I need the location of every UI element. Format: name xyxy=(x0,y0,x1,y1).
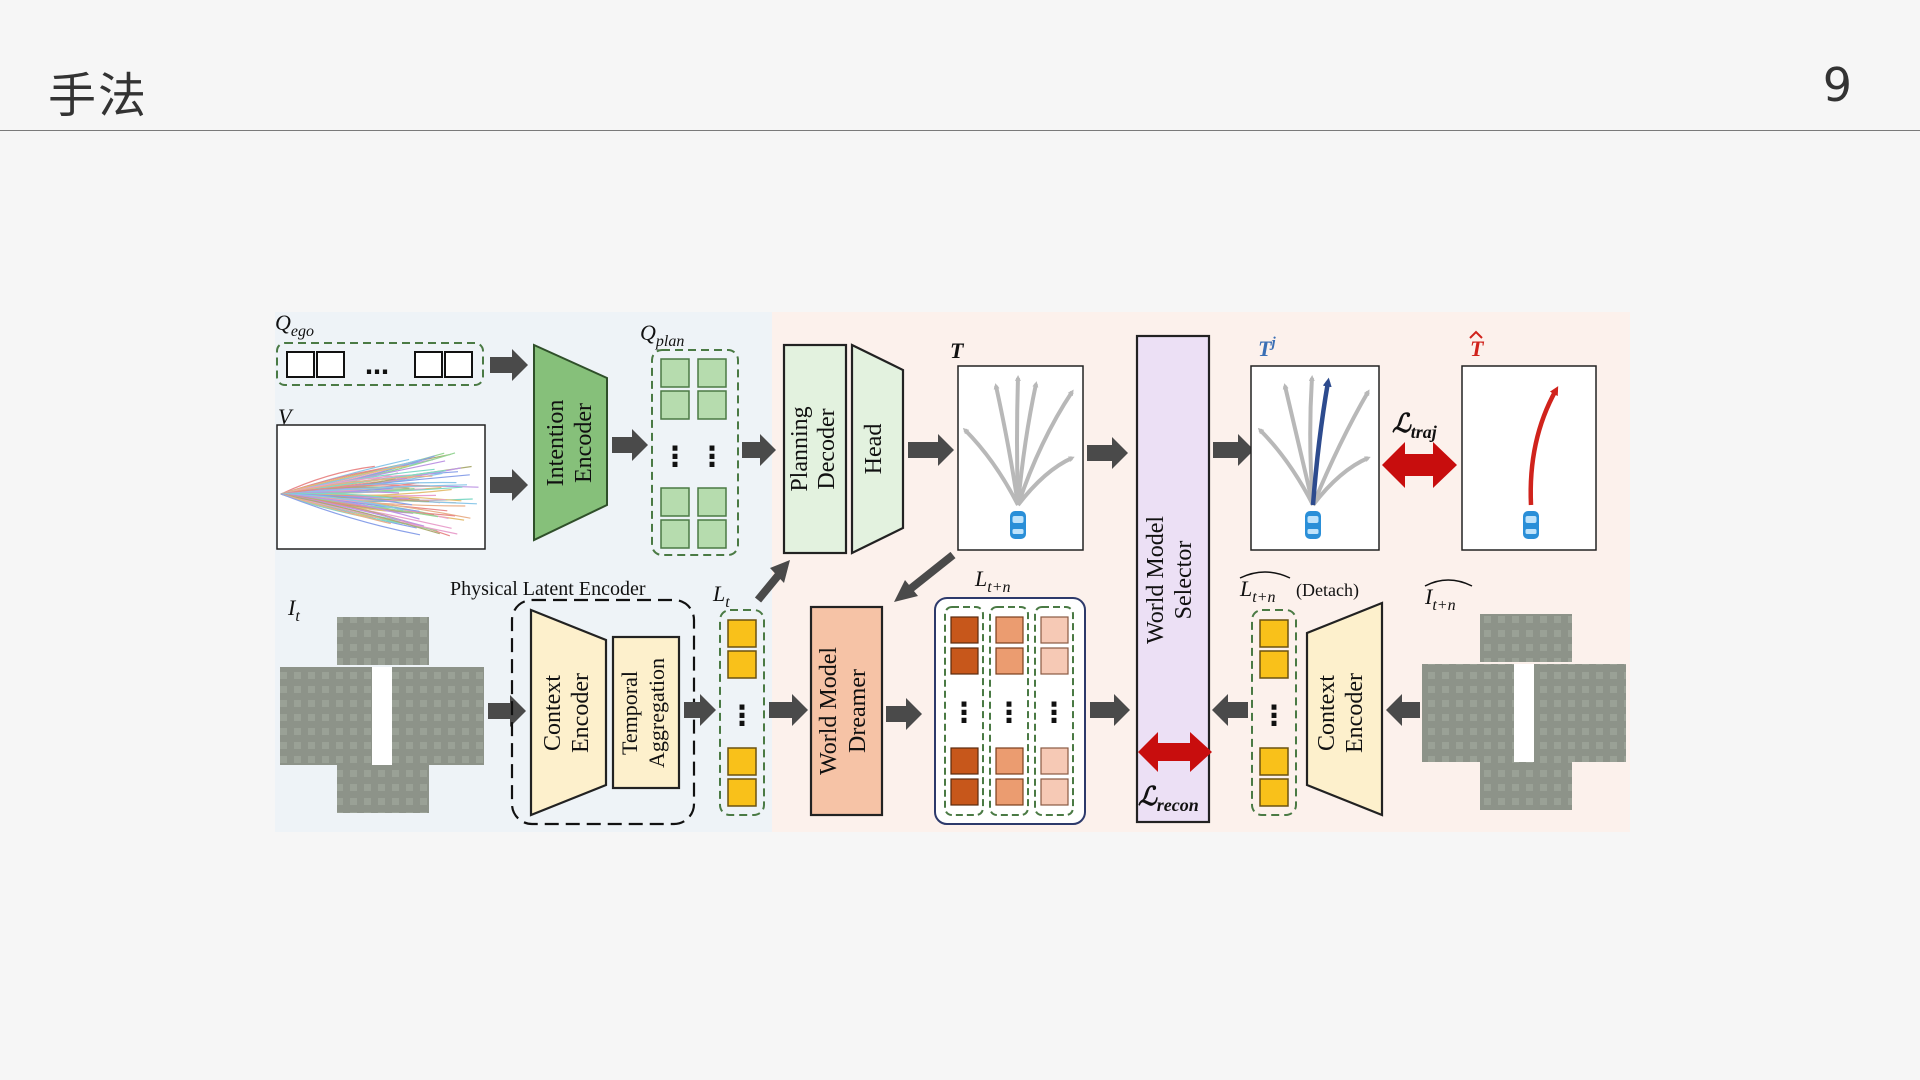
ltn-hat-tokens: ⋮ xyxy=(1251,609,1297,816)
svg-text:Aggregation: Aggregation xyxy=(644,658,669,768)
recon-loss-label: ℒrecon xyxy=(1138,782,1199,815)
it-label: It xyxy=(287,595,300,625)
q-plan-label: Qplan xyxy=(640,320,684,350)
lt-label: Lt xyxy=(712,581,730,611)
v-label: V xyxy=(278,404,294,429)
q-ego-label: Qego xyxy=(275,310,314,340)
surround-camera-images xyxy=(280,617,484,813)
svg-text:Encoder: Encoder xyxy=(568,673,594,753)
context-encoder: Context Encoder xyxy=(529,608,608,817)
q-plan-vdots-1: ⋮ xyxy=(661,440,689,473)
ltn-hat-vdots: ⋮ xyxy=(1260,699,1288,732)
arrow-ltn-to-selector xyxy=(1090,694,1130,726)
arrow-t-to-selector xyxy=(1087,437,1128,469)
itn-hat-label: It+n xyxy=(1424,584,1456,614)
arrow-selector-to-tj xyxy=(1213,434,1254,466)
arrow-lt-to-dreamer xyxy=(769,694,808,726)
arrow-qplan-to-decoder xyxy=(742,434,776,466)
lt-vdots: ⋮ xyxy=(728,699,756,732)
ground-truth-trajectory xyxy=(1461,365,1597,551)
arrow-future-images-to-encoder xyxy=(1386,694,1420,726)
t-label: T xyxy=(950,338,965,363)
svg-text:Encoder: Encoder xyxy=(1342,673,1368,753)
itn-hat-accent xyxy=(1424,579,1473,587)
q-ego-ellipsis: … xyxy=(365,352,389,380)
svg-text:Decoder: Decoder xyxy=(814,408,840,489)
vocab-trajectory-line xyxy=(280,493,421,536)
vocab-trajectory-line xyxy=(280,493,420,520)
context-encoder-future: Context Encoder xyxy=(1305,601,1384,817)
world-model-dreamer: World Model Dreamer xyxy=(809,605,884,817)
svg-text:World Model: World Model xyxy=(1143,516,1169,644)
tj-label: Tj xyxy=(1258,335,1276,361)
physical-latent-encoder-label: Physical Latent Encoder xyxy=(450,578,646,600)
detach-label: (Detach) xyxy=(1296,580,1359,601)
t-hat-accent xyxy=(1469,330,1483,339)
recon-loss-arrow xyxy=(1138,732,1212,772)
arrow-head-to-dreamer xyxy=(894,551,956,602)
vocab-trajectory-line xyxy=(280,493,391,525)
arrow-qego-to-intention xyxy=(490,349,528,381)
arrow-lt-to-decoder xyxy=(754,560,790,603)
selected-trajectory xyxy=(1250,365,1380,551)
ltn-vdots-1: ⋮ xyxy=(950,696,978,729)
arrow-ltnhat-to-selector xyxy=(1212,694,1248,726)
vocab-trajectory-line xyxy=(280,493,440,535)
slide-header: 手法 9 xyxy=(0,0,1920,131)
q-plan-tokens: ⋮ ⋮ xyxy=(651,349,739,556)
svg-text:World Model: World Model xyxy=(816,647,842,775)
traj-loss-arrow xyxy=(1382,442,1457,488)
ltn-label: Lt+n xyxy=(974,566,1011,596)
q-ego-tokens: … xyxy=(276,342,484,386)
ltn-vdots-2: ⋮ xyxy=(995,696,1023,729)
arrow-head-to-t xyxy=(908,434,954,466)
q-plan-vdots-2: ⋮ xyxy=(698,440,726,473)
planning-decoder: Planning Decoder xyxy=(782,343,848,555)
ltn-vdots-3: ⋮ xyxy=(1040,696,1068,729)
candidate-trajectories xyxy=(957,365,1084,551)
t-hat-label: T xyxy=(1470,336,1485,361)
vocab-trajectory-line xyxy=(280,493,458,535)
traj-loss-label: ℒtraj xyxy=(1392,409,1438,442)
lt-tokens: ⋮ xyxy=(719,609,765,816)
vocab-trajectory-line xyxy=(280,484,431,495)
svg-text:Selector: Selector xyxy=(1171,541,1197,620)
vocab-trajectory-line xyxy=(280,465,410,495)
arrow-intention-to-qplan xyxy=(612,429,648,461)
ltn-latents: ⋮ ⋮ ⋮ xyxy=(934,597,1086,825)
svg-text:Context: Context xyxy=(540,675,566,751)
arrow-v-to-intention xyxy=(490,469,528,501)
svg-text:Encoder: Encoder xyxy=(571,403,597,483)
ltn-hat-label: Lt+n xyxy=(1239,576,1276,606)
svg-text:Head: Head xyxy=(861,424,887,475)
future-surround-camera-images xyxy=(1422,614,1626,810)
ltn-hat-accent xyxy=(1239,571,1291,579)
intention-encoder: Intention Encoder xyxy=(533,343,608,542)
svg-text:Dreamer: Dreamer xyxy=(845,669,871,753)
vocab-trajectory-line xyxy=(280,475,433,495)
planning-head: Head xyxy=(850,343,905,555)
svg-text:Temporal: Temporal xyxy=(617,671,642,755)
svg-text:Planning: Planning xyxy=(787,406,813,491)
trajectory-vocabulary-image xyxy=(276,424,486,550)
svg-text:Context: Context xyxy=(1314,675,1340,751)
arrow-dreamer-to-ltn xyxy=(886,698,922,730)
vocab-trajectory-line xyxy=(280,493,404,511)
arrow-images-to-encoder xyxy=(488,695,526,727)
slide-title: 手法 xyxy=(48,68,149,124)
page-number: 9 xyxy=(1822,58,1852,112)
arrow-encoder-to-lt xyxy=(684,694,716,726)
vocab-trajectory-line xyxy=(280,465,375,495)
temporal-aggregation: Temporal Aggregation xyxy=(611,635,681,790)
svg-text:Intention: Intention xyxy=(543,400,569,487)
